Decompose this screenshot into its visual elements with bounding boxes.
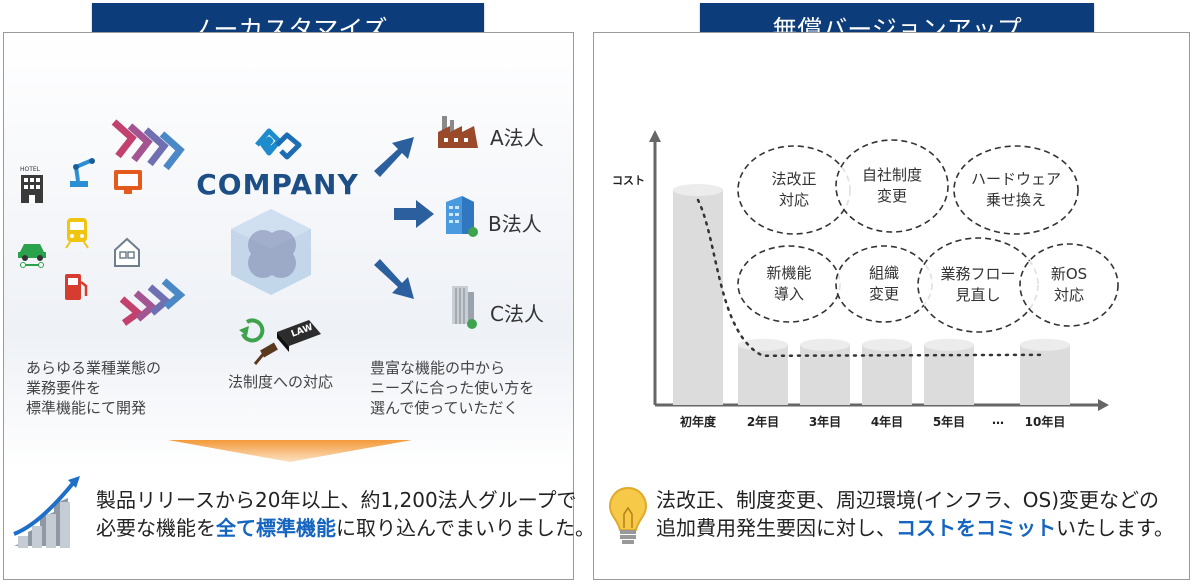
cost-bar-top-2 bbox=[800, 338, 850, 351]
right-summary-line2: 追加費用発生要因に対し、コストをコミットいたします。 bbox=[656, 513, 1174, 543]
corp-b-label: B法人 bbox=[488, 212, 542, 236]
industries-caption: あらゆる業種業態の 業務要件を 標準機能にて開発 bbox=[26, 359, 162, 417]
bubble-label-5: 業務フロー 見直し bbox=[940, 265, 1016, 304]
x-tick-1: 2年目 bbox=[746, 415, 780, 429]
no-customize-panel bbox=[3, 32, 574, 580]
x-tick-6: 10年目 bbox=[1024, 415, 1066, 429]
bubble-outline-6 bbox=[1019, 243, 1119, 327]
law-caption: 法制度への対応 bbox=[228, 373, 334, 391]
car-icon bbox=[18, 244, 46, 268]
cost-bar-2 bbox=[800, 344, 850, 405]
left-summary-line2-pre: 必要な機能を bbox=[96, 516, 216, 540]
cost-bar-top-6 bbox=[1020, 338, 1070, 351]
right-summary-highlight: コストをコミット bbox=[896, 516, 1056, 540]
arrow-to-a-icon bbox=[374, 137, 414, 177]
cost-bar-top-0 bbox=[673, 184, 723, 196]
law-book-icon: LAW bbox=[239, 318, 321, 365]
x-tick-0: 初年度 bbox=[679, 415, 716, 429]
left-summary-line2: 必要な機能を全て標準機能に取り込んでまいりました。 bbox=[96, 513, 595, 543]
right-summary-line2-post: いたします。 bbox=[1056, 516, 1174, 540]
growth-chart-icon bbox=[13, 476, 80, 548]
cost-bar-top-3 bbox=[862, 338, 912, 351]
bubble-label-1: 自社制度 変更 bbox=[861, 166, 922, 205]
x-axis-arrow bbox=[1098, 399, 1109, 411]
features-caption: 豊富な機能の中から ニーズに合った使い方を 選んで使っていただく bbox=[370, 359, 535, 417]
y-axis-arrow bbox=[649, 130, 661, 142]
x-tick-5: … bbox=[992, 413, 1004, 427]
lightbulb-icon bbox=[608, 486, 648, 544]
bubble-outline-2 bbox=[953, 145, 1079, 235]
office-building-icon bbox=[446, 196, 478, 237]
bubble-label-3: 新機能 導入 bbox=[766, 264, 812, 303]
x-tick-4: 5年目 bbox=[932, 415, 966, 429]
cost-bar-top-4 bbox=[924, 338, 974, 351]
tower-building-icon bbox=[452, 286, 477, 329]
cost-bar-0 bbox=[673, 190, 723, 405]
chevron-arrows-bottom-icon bbox=[119, 278, 186, 326]
corp-a-label: A法人 bbox=[490, 126, 544, 150]
cost-trend-line bbox=[696, 198, 1047, 358]
cost-chart bbox=[649, 130, 1119, 411]
bubble-label-0: 法改正 対応 bbox=[771, 170, 817, 209]
hotel-icon: HOTEL bbox=[20, 166, 43, 203]
left-summary-line1: 製品リリースから20年以上、約1,200法人グループで bbox=[96, 488, 577, 512]
y-axis-label: コスト bbox=[612, 174, 645, 187]
company-logo-text: COMPANY bbox=[196, 168, 359, 201]
bubble-outline-1 bbox=[835, 139, 949, 233]
cost-bar-top-1 bbox=[738, 338, 788, 351]
house-icon bbox=[114, 237, 140, 267]
right-summary-line2-pre: 追加費用発生要因に対し、 bbox=[656, 516, 896, 540]
x-tick-2: 3年目 bbox=[808, 415, 842, 429]
down-arrow-bar bbox=[168, 440, 412, 462]
product-cube-icon bbox=[231, 209, 311, 295]
bubble-label-6: 新OS 対応 bbox=[1050, 265, 1088, 304]
train-icon bbox=[65, 218, 89, 249]
x-tick-3: 4年目 bbox=[870, 415, 904, 429]
left-summary-line2-post: に取り込んでまいりました。 bbox=[336, 516, 595, 540]
left-summary-highlight: 全て標準機能 bbox=[216, 516, 336, 540]
cost-bar-1 bbox=[738, 344, 788, 405]
robot-arm-icon bbox=[70, 158, 95, 187]
cost-bar-3 bbox=[862, 344, 912, 405]
cost-bar-6 bbox=[1020, 344, 1070, 405]
bubble-label-4: 組織 変更 bbox=[868, 264, 899, 303]
svg-text:HOTEL: HOTEL bbox=[20, 166, 41, 173]
bubble-label-2: ハードウェア 乗せ換え bbox=[970, 170, 1061, 209]
chevron-arrows-top-icon bbox=[111, 119, 185, 171]
company-logo-icon bbox=[255, 128, 302, 160]
monitor-icon bbox=[114, 170, 142, 194]
gas-station-icon bbox=[65, 274, 88, 300]
right-summary-line1: 法改正、制度変更、周辺環境(インフラ、OS)変更などの bbox=[656, 488, 1160, 512]
arrow-to-b-icon bbox=[394, 200, 434, 228]
arrow-to-c-icon bbox=[374, 259, 414, 299]
corp-c-label: C法人 bbox=[490, 302, 544, 326]
factory-icon bbox=[438, 116, 478, 148]
